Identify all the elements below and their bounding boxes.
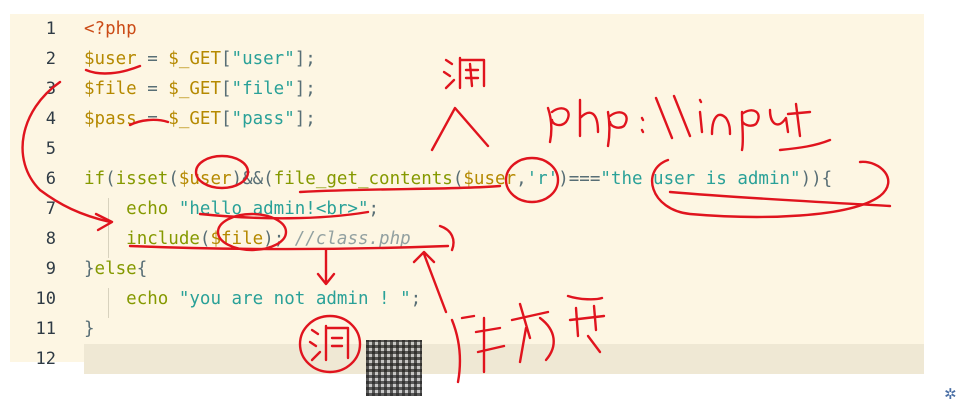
code-line-4[interactable]: $pass = $_GET["pass"]; [84, 104, 924, 134]
line-number: 9 [45, 259, 56, 279]
settings-gear-icon[interactable]: ✲ [944, 385, 957, 403]
php-open-tag: <?php [84, 19, 137, 39]
string-token: "pass" [231, 109, 295, 129]
line-number: 3 [45, 79, 56, 99]
string-token: "hello admin!<br>" [178, 199, 369, 219]
code-line-9[interactable]: }else{ [84, 254, 924, 284]
code-line-6[interactable]: if(isset($user)&&(file_get_contents($use… [84, 164, 924, 194]
punct-token: { [136, 259, 148, 279]
space-token [168, 289, 179, 309]
superglobal-token: $_GET [168, 79, 221, 99]
punct-token: ; [368, 199, 380, 219]
string-token: "user" [231, 49, 295, 69]
string-token: "the user is admin" [600, 169, 801, 189]
line-number: 1 [45, 19, 56, 39]
punct-token: )){ [800, 169, 833, 189]
string-token: 'r' [526, 169, 559, 189]
variable-token: $user [463, 169, 517, 189]
punct-token: ]; [294, 109, 316, 129]
code-editor[interactable]: 1 2 3 4 5 6 7 8 9 10 11 12 <?php $user =… [10, 14, 924, 374]
line-number: 4 [45, 109, 56, 129]
superglobal-token: $_GET [168, 49, 221, 69]
punct-token: ( [452, 169, 464, 189]
line-number: 7 [45, 199, 56, 219]
keyword-token: include [126, 229, 200, 249]
line-number-gutter: 1 2 3 4 5 6 7 8 9 10 11 12 [10, 14, 74, 369]
punct-token: ( [199, 229, 211, 249]
operator-token: )=== [558, 169, 601, 189]
superglobal-token: $_GET [168, 109, 221, 129]
operator-token: )&&( [231, 169, 274, 189]
code-line-2[interactable]: $user = $_GET["user"]; [84, 44, 924, 74]
code-line-5[interactable] [84, 134, 924, 164]
punct-token: ( [105, 169, 116, 189]
line-number: 11 [35, 319, 56, 339]
variable-token: $file [210, 229, 264, 249]
function-token: isset [115, 169, 169, 189]
punct-token: } [84, 259, 95, 279]
line-number: 2 [45, 49, 56, 69]
line-number: 10 [35, 289, 56, 309]
punct-token: [ [220, 109, 232, 129]
code-line-11[interactable]: } [84, 314, 924, 344]
variable-token: $user [84, 49, 137, 69]
punct-token: , [516, 169, 527, 189]
keyword-token: if [84, 169, 106, 189]
code-line-8[interactable]: include($file); //class.php [84, 224, 924, 254]
variable-token: $file [84, 79, 137, 99]
operator-token: = [136, 79, 169, 99]
line-number: 8 [45, 229, 56, 249]
punct-token: ]; [294, 49, 316, 69]
operator-token: = [136, 109, 169, 129]
keyword-token: echo [126, 289, 169, 309]
punct-token: ]; [294, 79, 316, 99]
code-line-7[interactable]: echo "hello admin!<br>"; [84, 194, 924, 224]
punct-token: [ [220, 79, 232, 99]
code-line-3[interactable]: $file = $_GET["file"]; [84, 74, 924, 104]
line-number: 12 [35, 349, 56, 369]
code-line-1[interactable]: <?php [84, 14, 924, 44]
keyword-token: else [94, 259, 137, 279]
punct-token: ; [410, 289, 422, 309]
comment-token: //class.php [294, 229, 411, 249]
punct-token: ( [168, 169, 179, 189]
punct-token: } [84, 319, 95, 339]
punct-token: [ [220, 49, 232, 69]
keyword-token: echo [126, 199, 169, 219]
code-line-10[interactable]: echo "you are not admin ! "; [84, 284, 924, 314]
line-number: 6 [45, 169, 56, 189]
punct-token: ); [263, 229, 295, 249]
variable-token: $pass [84, 109, 137, 129]
string-token: "you are not admin ! " [178, 289, 411, 309]
operator-token: = [136, 49, 169, 69]
code-line-12-current[interactable] [84, 344, 924, 374]
line-number: 5 [45, 139, 56, 159]
qr-code-watermark [366, 340, 422, 396]
space-token [168, 199, 179, 219]
string-token: "file" [231, 79, 295, 99]
function-token: file_get_contents [273, 169, 453, 189]
variable-token: $user [178, 169, 232, 189]
indent-guide [108, 288, 109, 318]
